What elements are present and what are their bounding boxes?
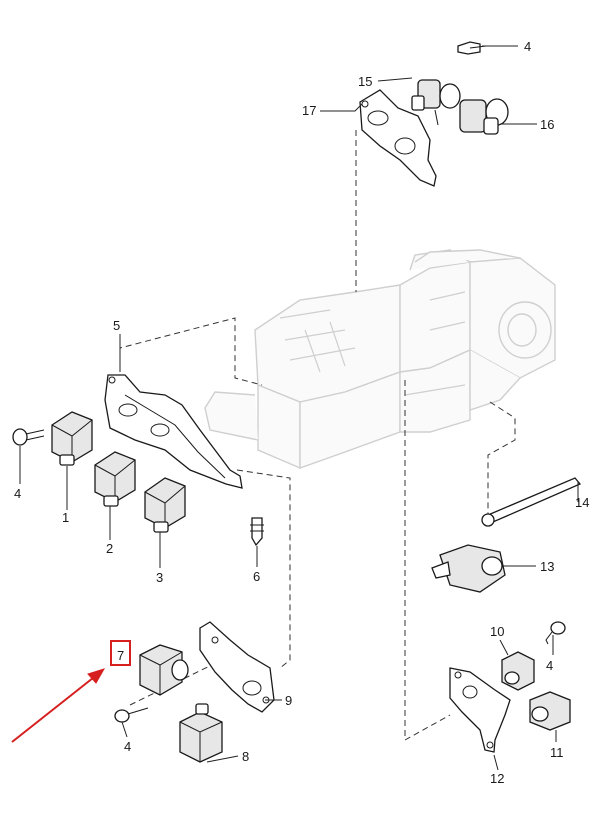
label-8: 8 [242,749,249,764]
part-8-actuator [179,703,223,763]
part-12-bracket [449,667,511,753]
label-12: 12 [490,771,504,786]
label-16: 16 [540,117,554,132]
label-15: 15 [358,74,372,89]
red-arrow [11,673,99,743]
part-10-actuator [501,651,535,691]
label-1: 1 [62,510,69,525]
label-4-bottom: 4 [124,739,131,754]
red-arrow-head [87,668,106,684]
highlight-box[interactable] [110,640,131,666]
label-4-right: 4 [546,658,553,673]
part-3-actuator [144,477,186,533]
part-14-cable [481,477,582,527]
part-16-valve [459,98,509,135]
part-13-actuator [431,544,506,593]
label-4-top: 4 [524,39,531,54]
part-7-actuator[interactable] [139,644,189,696]
highlight-annotation [11,640,131,743]
label-14: 14 [575,495,589,510]
part-1-actuator [51,411,93,466]
label-7[interactable]: 7 [117,648,124,663]
leader-lines [19,45,579,771]
label-10: 10 [490,624,504,639]
label-11: 11 [550,745,564,760]
label-13: 13 [540,559,554,574]
part-6-screw [250,517,264,547]
part-15-valve [411,79,461,126]
label-17: 17 [302,103,316,118]
part-4-screw-right [545,621,566,645]
part-11-actuator [529,691,571,731]
part-4-screw-bottom [114,707,149,723]
part-labels: 4 15 17 16 5 4 1 2 3 6 14 13 10 4 7 9 4 … [14,39,589,786]
part-5-bracket [104,374,243,489]
label-5: 5 [113,318,120,333]
label-6: 6 [253,569,260,584]
connection-dashes [119,130,516,741]
label-2: 2 [106,541,113,556]
label-3: 3 [156,570,163,585]
part-4-screw-top [457,41,487,55]
heater-housing-ghost [204,249,556,470]
label-4-left: 4 [14,486,21,501]
label-9: 9 [285,693,292,708]
part-4-screw-left [12,428,45,446]
part-2-actuator [94,451,136,507]
part-9-bracket [199,621,275,713]
